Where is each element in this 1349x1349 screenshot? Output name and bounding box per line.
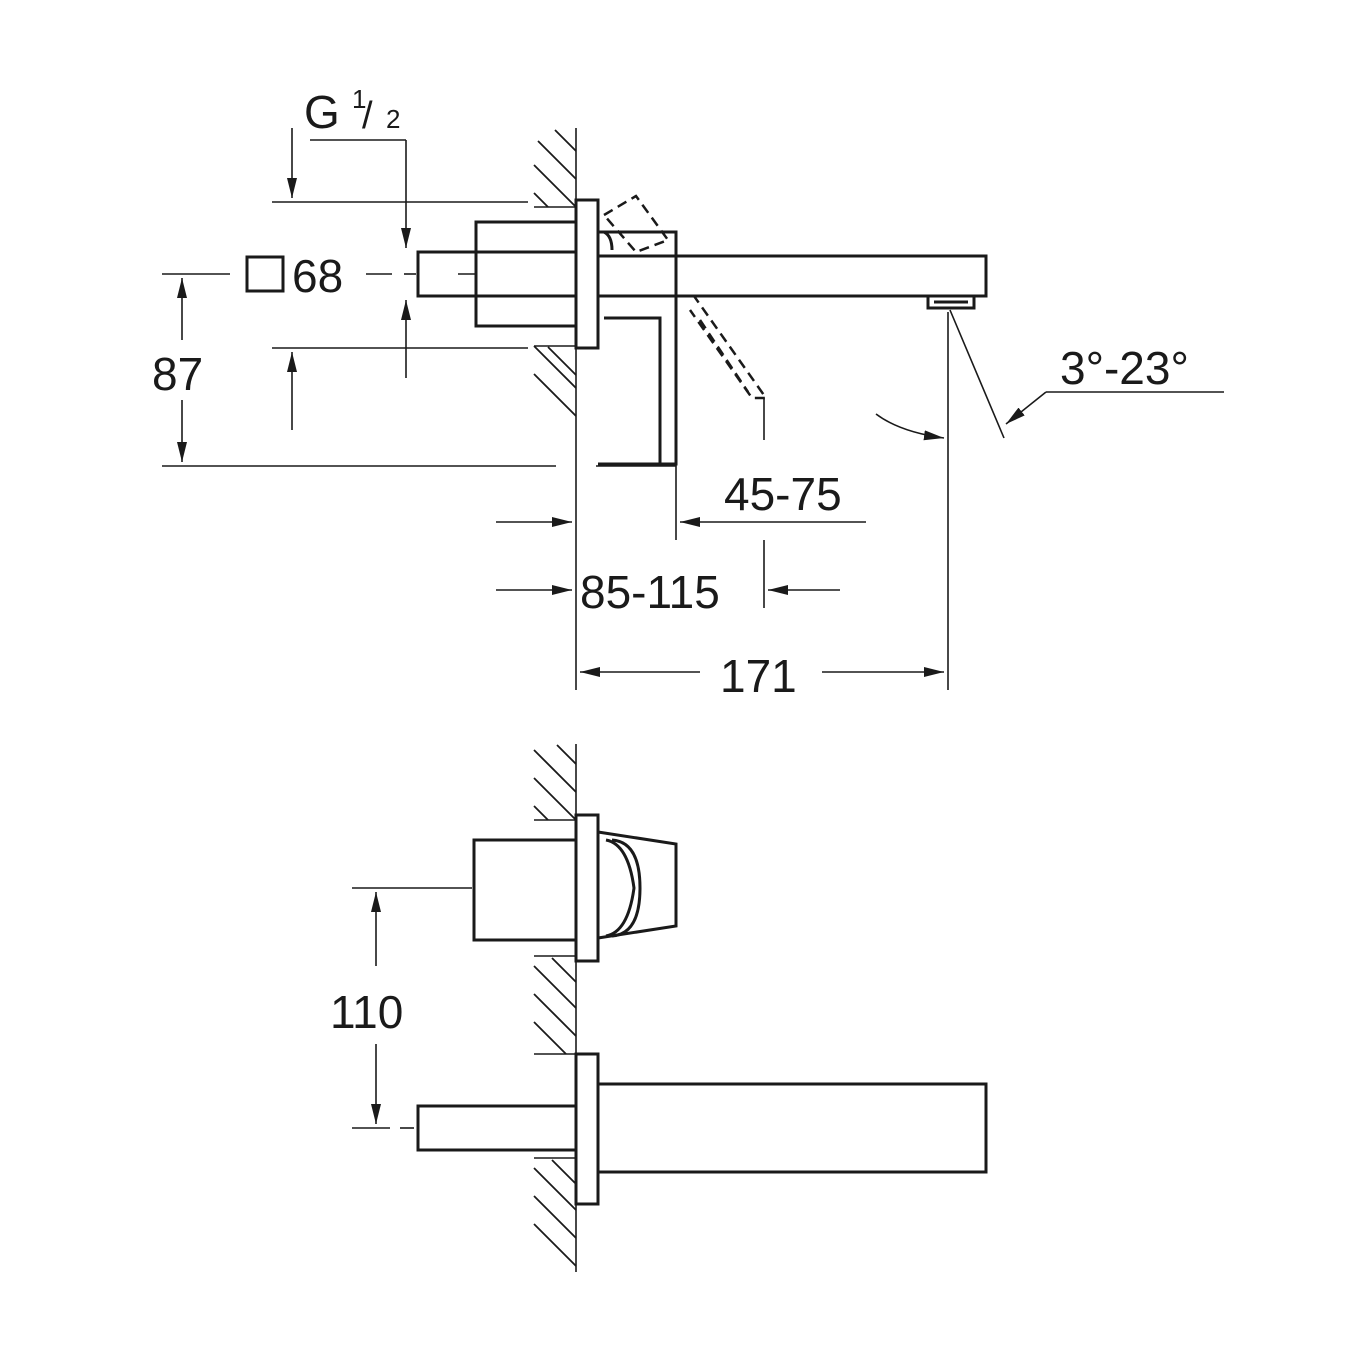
inlet-pipe [416,250,578,298]
inlet-pipe-plan [416,1104,578,1152]
concealed-body [474,220,578,328]
thread-numerator: 1 [352,84,366,114]
plan-view: 110 [330,744,988,1272]
thread-denominator: 2 [386,104,400,134]
angle-label: 3°-23° [1060,342,1189,394]
depth-45-75-dimension: 45-75 [496,468,866,527]
reach-171-label: 171 [720,650,797,702]
reach-171-dimension: 171 [580,650,944,702]
spout-plan [596,1082,988,1174]
height-dimension: 87 [152,273,676,467]
depth-85-115-label: 85-115 [580,566,720,618]
depth-85-115-dimension: 85-115 [496,566,840,618]
depth-45-75-label: 45-75 [724,468,842,520]
aerator [926,296,976,310]
handle-body [472,838,578,942]
thread-label: G [304,86,340,138]
spacing-110-dimension: 110 [330,887,472,1129]
thread-slash: / [362,95,373,137]
handle-lever [597,830,678,940]
square-dimension: 68 [198,250,416,302]
handle-wall-plate [574,813,600,963]
height-label: 87 [152,348,203,400]
wall-plate [574,198,600,350]
wall-hatching-top [533,128,577,418]
square-profile-icon [245,255,285,293]
angle-dimension: 3°-23° [875,309,1224,441]
side-elevation-view: G 1 / 2 68 87 3°-23° [152,84,1224,702]
wall-hatching-bottom [533,744,577,1272]
thread-dimension: G 1 / 2 [272,84,528,430]
handle-dashed-outline [602,194,670,254]
square-size-label: 68 [292,250,343,302]
spout-wall-plate [574,1052,600,1206]
spout [596,254,988,298]
lever-escutcheon [598,230,678,466]
spacing-110-label: 110 [330,986,403,1038]
